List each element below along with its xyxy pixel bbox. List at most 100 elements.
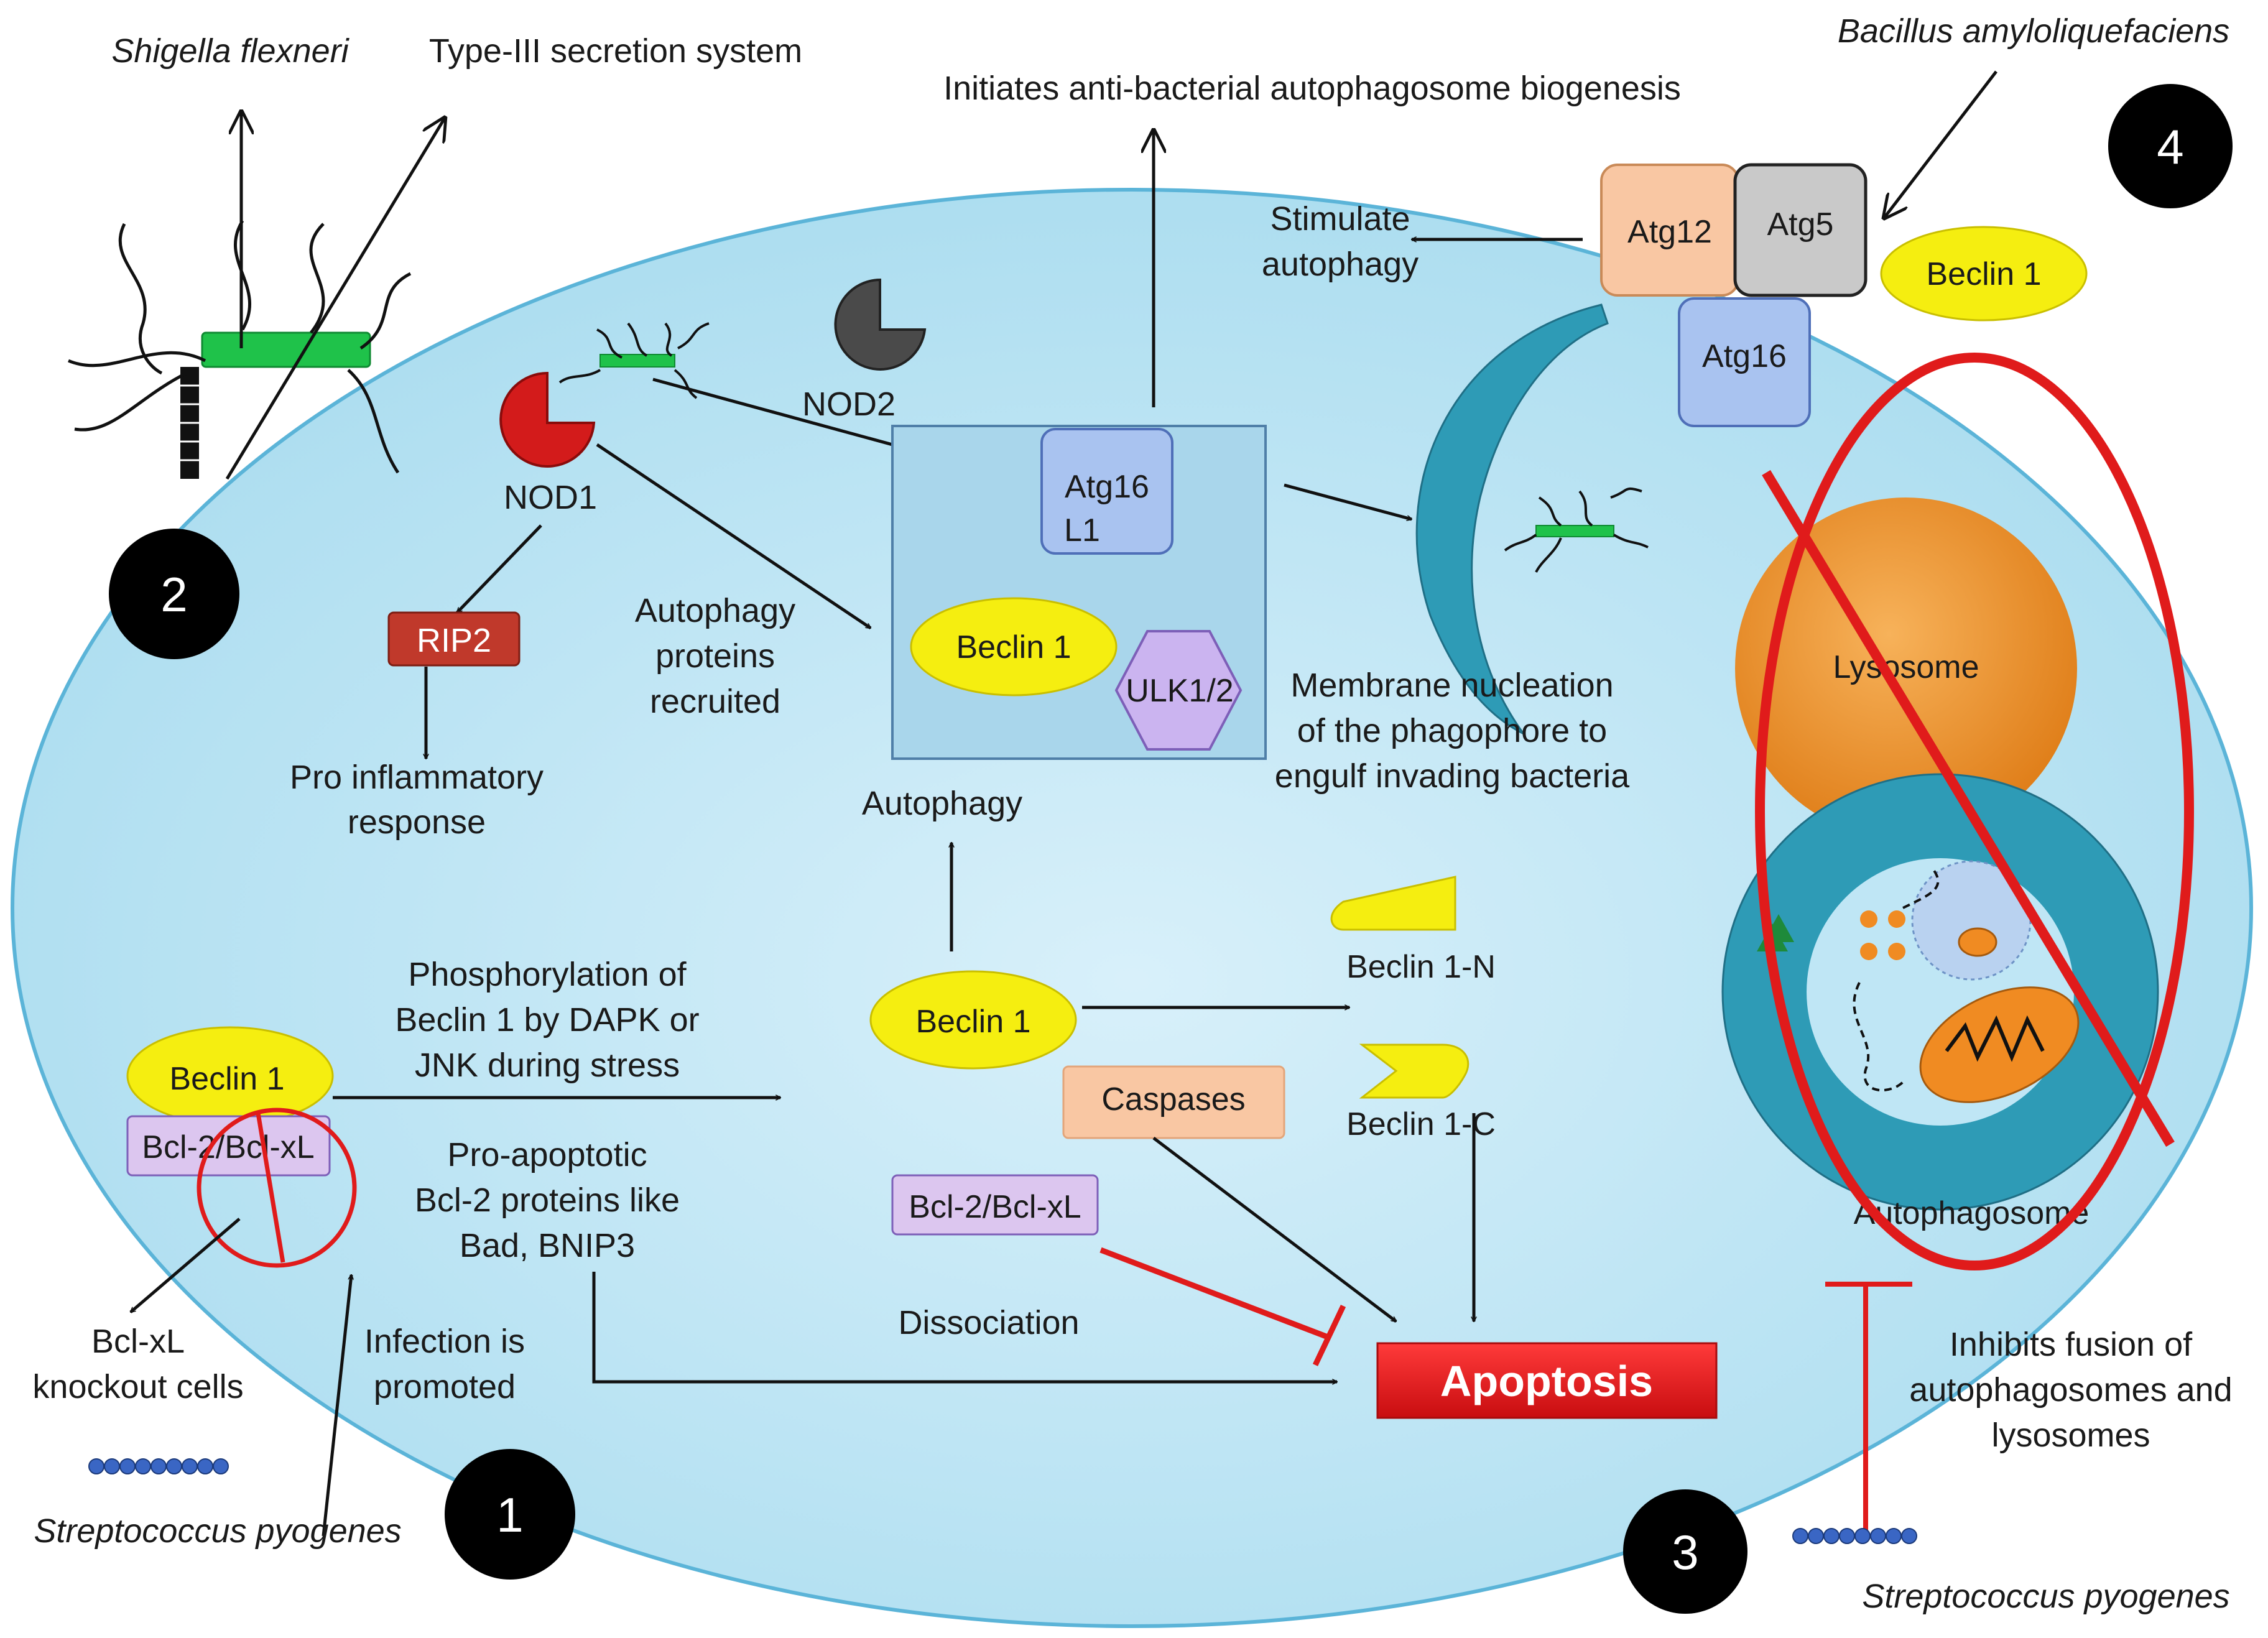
bcl-left-label: Bcl-2/Bcl-xL — [142, 1129, 314, 1165]
lysosome-label: Lysosome — [1833, 649, 1979, 685]
streptococcus-chain-left-icon — [88, 1458, 229, 1474]
strep-right-label: Streptococcus pyogenes — [1862, 1578, 2229, 1615]
mini-bacterium-icon — [558, 322, 710, 399]
beclin-c-label: Beclin 1-C — [1346, 1106, 1496, 1142]
shigella-bacterium-icon — [68, 220, 412, 479]
caspases-box — [1062, 1065, 1285, 1139]
arrow-to-t3ss — [225, 118, 445, 480]
dashed-cargo-2 — [1902, 869, 1940, 909]
dashed-cargo — [1853, 982, 1904, 1091]
step-1-number: 1 — [496, 1488, 523, 1542]
membrane-line3: engulf invading bacteria — [1275, 757, 1630, 795]
bcl-mid-label: Bcl-2/Bcl-xL — [909, 1189, 1081, 1225]
ulk-hexagon — [1114, 630, 1243, 751]
no-symbol-small-slash — [256, 1113, 285, 1263]
membrane-line2: of the phagophore to — [1297, 712, 1607, 749]
initiates-label: Initiates anti-bacterial autophagosome b… — [943, 70, 1681, 107]
step-2-marker — [109, 529, 239, 659]
atg16l1-label-line2: L1 — [1064, 512, 1100, 548]
arrow-caspases-apoptosis — [1152, 1137, 1396, 1323]
stimulate-line1: Stimulate — [1270, 200, 1410, 238]
shigella-label: Shigella flexneri — [111, 32, 349, 70]
rip2-label: RIP2 — [417, 622, 491, 659]
nod2-icon — [834, 278, 927, 371]
step-3-number: 3 — [1672, 1525, 1698, 1580]
beclin-center-ellipse — [910, 597, 1118, 696]
mitochondrion-cristae — [1945, 1015, 2045, 1062]
proapop-line1: Pro-apoptotic — [447, 1136, 647, 1173]
arrow-proapop-apoptosis — [592, 1272, 1337, 1382]
atg16-label: Atg16 — [1702, 338, 1787, 374]
t3ss-label: Type-III secretion system — [429, 32, 802, 70]
host-cell — [11, 188, 2253, 1628]
step-3-marker — [1623, 1489, 1747, 1614]
atg5-label: Atg5 — [1767, 206, 1834, 243]
membrane-line1: Membrane nucleation — [1290, 667, 1613, 704]
nod2-label: NOD2 — [802, 386, 896, 423]
streptococcus-chain-right-icon — [1792, 1528, 1917, 1544]
knockout-line1: Bcl-xL — [91, 1323, 185, 1360]
strep-left-label: Streptococcus pyogenes — [34, 1512, 401, 1550]
no-symbol-icon — [1755, 353, 2194, 1270]
atg12-label: Atg12 — [1627, 214, 1712, 250]
infection-line2: promoted — [374, 1368, 516, 1405]
pro-inflammatory-line2: response — [348, 803, 486, 841]
bcl-left-box — [126, 1115, 331, 1177]
small-organelle-icon — [1958, 927, 1997, 957]
knockout-line2: knockout cells — [32, 1368, 243, 1405]
atg5-box — [1733, 163, 1868, 297]
recruited-line2: proteins — [655, 637, 775, 675]
bcl-inhibit-line — [1099, 1247, 1329, 1340]
phospho-line2: Beclin 1 by DAPK or — [395, 1001, 699, 1039]
beclin-n-fragment-icon — [1330, 876, 1456, 931]
arrow-infection — [322, 1275, 351, 1537]
arrow-knockout — [131, 1218, 241, 1313]
caspases-label: Caspases — [1101, 1081, 1245, 1117]
inhibits-line2: autophagosomes and — [1909, 1371, 2232, 1409]
infection-line1: Infection is — [364, 1323, 525, 1360]
inhibits-line3: lysosomes — [1991, 1417, 2150, 1454]
bcl-mid-box — [891, 1174, 1099, 1236]
atg16-box — [1678, 297, 1811, 427]
atg16l1-box — [1040, 428, 1173, 555]
phospho-line3: JNK during stress — [415, 1047, 680, 1084]
atg16l1-label-line1: Atg16 — [1065, 469, 1149, 505]
step-1-marker — [445, 1449, 575, 1580]
step-4-number: 4 — [2157, 119, 2183, 174]
beclin-top-ellipse — [1880, 226, 2088, 322]
apoptosis-box — [1376, 1342, 1718, 1419]
beclin-mid-label: Beclin 1 — [916, 1004, 1031, 1040]
recruited-line3: recruited — [650, 683, 780, 720]
autophagy-label: Autophagy — [862, 785, 1022, 822]
mitochondrion-icon — [1919, 986, 2080, 1103]
arrow-bacillus — [1884, 70, 1997, 218]
beclin-mid-ellipse — [869, 970, 1077, 1070]
nod1-icon — [499, 371, 596, 468]
arrow-complex-phagophore — [1284, 483, 1412, 519]
proapop-line3: Bad, BNIP3 — [460, 1227, 635, 1264]
proapop-line2: Bcl-2 proteins like — [415, 1182, 680, 1219]
bacillus-label: Bacillus amyloliquefaciens — [1838, 12, 2229, 50]
rip2-box — [387, 611, 521, 667]
phospho-line1: Phosphorylation of — [408, 956, 687, 993]
pro-inflammatory-line1: Pro inflammatory — [290, 759, 544, 796]
recruited-line1: Autophagy — [635, 592, 795, 629]
arrow-nod1-complex — [596, 443, 871, 630]
beclin-left-label: Beclin 1 — [170, 1061, 285, 1097]
step-4-marker — [2108, 84, 2233, 208]
phagophore-icon — [1415, 303, 1609, 735]
no-symbol-small-icon — [197, 1108, 357, 1268]
step-2-number: 2 — [160, 567, 187, 622]
dissociation-label: Dissociation — [898, 1304, 1079, 1341]
ulk-label: ULK1/2 — [1126, 673, 1233, 709]
nod1-label: NOD1 — [504, 479, 597, 516]
beclin-top-label: Beclin 1 — [1927, 256, 2042, 292]
apoptosis-label: Apoptosis — [1440, 1357, 1653, 1405]
cargo-dots-icon — [1860, 910, 1905, 960]
beclin-center-label: Beclin 1 — [956, 629, 1072, 665]
phagophore-bacterium-icon — [1504, 487, 1649, 573]
bcl-inhibit-bar — [1312, 1305, 1346, 1366]
beclin-n-label: Beclin 1-N — [1346, 949, 1496, 985]
stimulate-line2: autophagy — [1262, 246, 1419, 283]
